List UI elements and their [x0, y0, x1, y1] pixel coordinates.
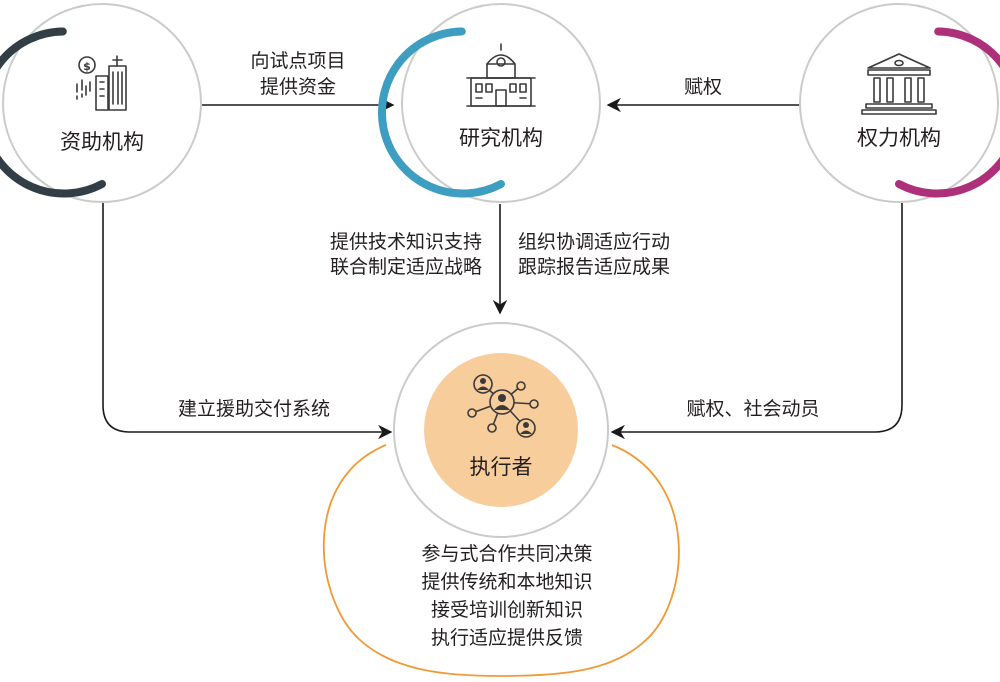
edge-label-funding-line-2: 提供资金	[260, 76, 336, 98]
edge-authority-to-implementer	[610, 203, 903, 440]
government-columns-icon	[861, 53, 937, 115]
implementer-role-line-3: 接受培训创新知识	[431, 599, 583, 621]
edge-label-coordinate-line-2: 跟踪报告适应成果	[518, 256, 670, 278]
implementer-role-bubble	[322, 444, 680, 677]
edge-label-empower: 赋权	[684, 76, 722, 98]
city-buildings-dollar-icon: $	[76, 55, 127, 111]
university-building-icon	[466, 43, 536, 107]
funder-progress-ring	[0, 27, 106, 198]
node-research: 研究机构	[377, 3, 601, 203]
node-authority-label: 权力机构	[857, 126, 941, 150]
implementer-role-line-2: 提供传统和本地知识	[421, 571, 592, 593]
edge-label-empower-mobilize: 赋权、社会动员	[686, 398, 819, 420]
node-research-label: 研究机构	[459, 126, 543, 150]
people-network-icon	[467, 374, 539, 438]
edge-label-tech-support-line-2: 联合制定适应战略	[330, 256, 482, 278]
edge-label-coordinate-line-1: 组织协调适应行动	[518, 231, 670, 253]
node-funder: $ 资助机构	[0, 3, 202, 203]
edge-funder-to-implementer	[102, 203, 393, 440]
implementer-role-line-4: 执行适应提供反馈	[431, 627, 583, 649]
node-implementer-label: 执行者	[470, 455, 533, 479]
edge-label-tech-support-line-1: 提供技术知识支持	[330, 231, 482, 253]
edge-label-funding-line-1: 向试点项目	[250, 50, 345, 72]
svg-text:$: $	[83, 60, 91, 73]
implementer-role-line-1: 参与式合作共同决策	[421, 543, 592, 565]
authority-progress-ring	[895, 27, 1000, 198]
node-authority: 权力机构	[799, 3, 1000, 203]
research-progress-ring	[377, 27, 505, 198]
edge-label-aid-delivery: 建立援助交付系统	[178, 398, 330, 420]
node-funder-label: 资助机构	[60, 130, 144, 154]
node-implementer: 执行者	[393, 322, 609, 538]
